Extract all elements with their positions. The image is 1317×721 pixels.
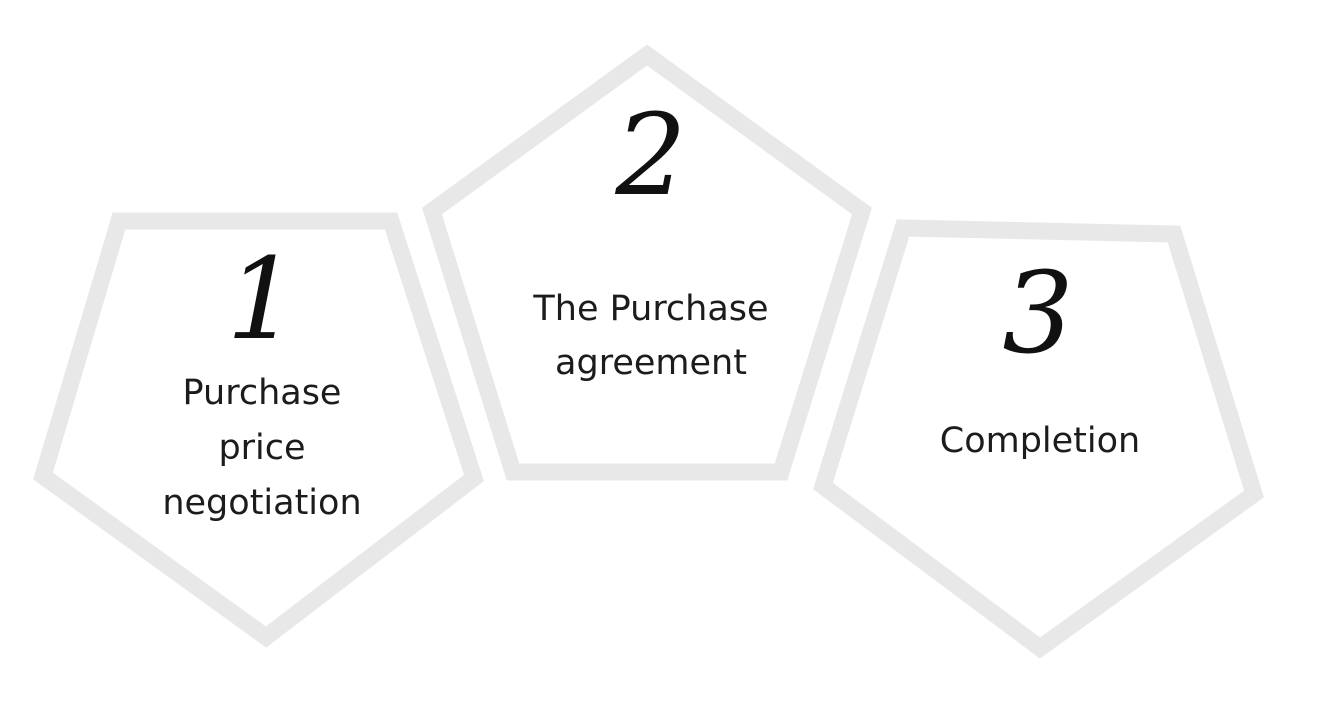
step-1-pentagon (33, 212, 484, 648)
step-1: 1 Purchase price negotiation (33, 212, 484, 648)
step-1-number: 1 (226, 235, 297, 365)
step-2-number: 2 (614, 91, 686, 221)
step-2-label-line-2: agreement (555, 343, 747, 383)
step-3: 3 Completion (813, 219, 1264, 659)
step-2: 2 The Purchase agreement (422, 44, 872, 481)
step-3-label-line-1: Completion (940, 421, 1140, 461)
step-1-label-line-1: Purchase (183, 373, 342, 413)
step-1-label-line-3: negotiation (162, 483, 361, 523)
step-3-pentagon (813, 219, 1264, 659)
step-3-number: 3 (1002, 249, 1073, 379)
step-1-label-line-2: price (218, 428, 305, 468)
step-2-pentagon (422, 44, 872, 481)
step-2-label-line-1: The Purchase (532, 289, 768, 329)
